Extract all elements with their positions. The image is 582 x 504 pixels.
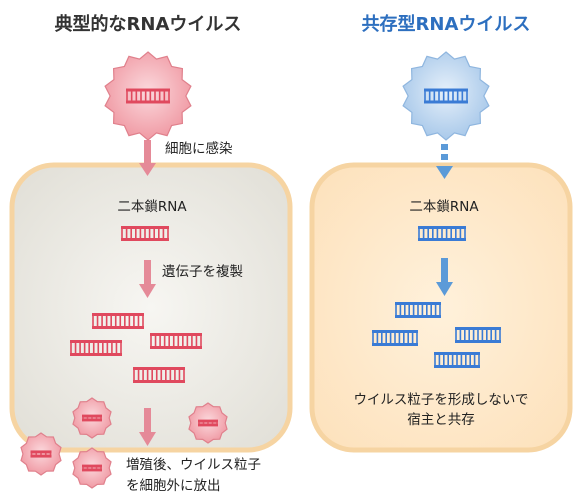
released-virus-icon-2-rna-icon	[198, 419, 218, 427]
released-virus-icon-4-rna-icon	[82, 464, 102, 472]
right-dsrna-label: 二本鎖RNA	[409, 199, 479, 215]
left-dsrna-label: 二本鎖RNA	[117, 199, 187, 215]
coexisting-virus-icon-rna-icon	[424, 88, 468, 104]
replicate-label: 遺伝子を複製	[162, 263, 243, 280]
coexisting-host-cell	[309, 162, 573, 453]
release-label-line1: 増殖後、ウイルス粒子	[126, 456, 261, 473]
left-dsrna-icon	[121, 226, 169, 241]
coexist-label-line1: ウイルス粒子を形成しないで	[353, 392, 528, 408]
latent-entry-arrow	[436, 144, 453, 179]
coexisting-rna-icon-4	[434, 352, 480, 368]
release-arrow	[139, 408, 156, 446]
infect-label: 細胞に感染	[165, 140, 233, 157]
coexisting-virus-title: 共存型RNAウイルス	[362, 13, 531, 35]
released-virus-icon-1-rna-icon	[82, 414, 102, 422]
replicated-rna-icon-1	[92, 313, 144, 329]
typical-virus-icon-rna-icon	[126, 88, 170, 104]
coexisting-rna-icon-1	[395, 302, 441, 318]
replicate-arrow	[139, 260, 156, 298]
coexisting-rna-icon-2	[372, 330, 418, 346]
release-label-line2: を細胞外に放出	[126, 478, 221, 494]
released-virus-icon-1	[72, 397, 112, 439]
coexist-label-line2: 宿主と共存	[407, 411, 475, 428]
infect-arrow	[139, 140, 156, 176]
replicated-rna-icon-4	[133, 367, 185, 383]
typical-virus-title: 典型的なRNAウイルス	[55, 13, 242, 35]
released-virus-icon-3-rna-icon	[30, 450, 52, 458]
coexisting-rna-icon-3	[455, 327, 501, 343]
coexisting-virus-icon	[402, 51, 490, 141]
right-dsrna-icon	[418, 226, 466, 241]
released-virus-icon-3	[20, 432, 62, 476]
released-virus-icon-4	[72, 447, 112, 489]
typical-virus-icon	[104, 51, 192, 141]
replicated-rna-icon-2	[70, 340, 122, 356]
right-replicate-arrow	[436, 258, 453, 296]
replicated-rna-icon-3	[150, 333, 202, 349]
released-virus-icon-2	[188, 402, 228, 444]
